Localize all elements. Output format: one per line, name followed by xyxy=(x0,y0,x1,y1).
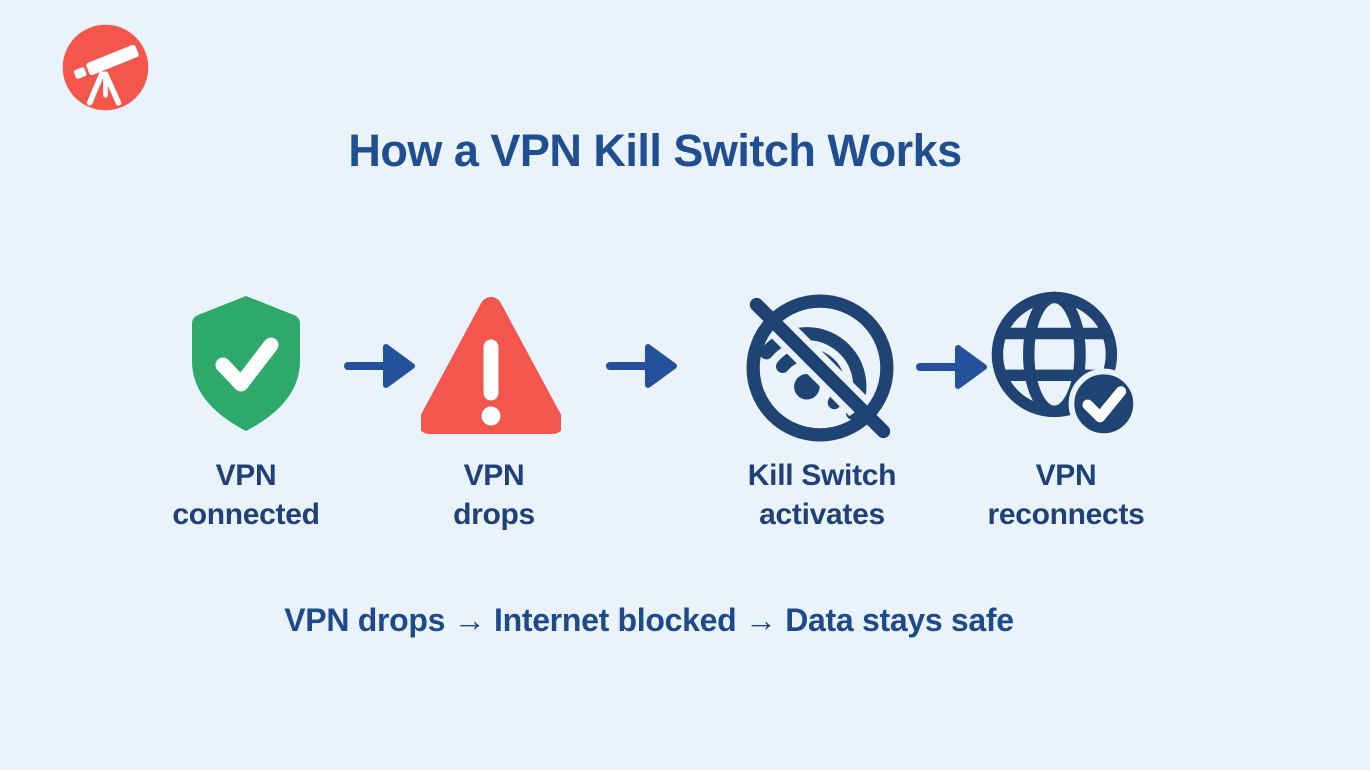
page-title: How a VPN Kill Switch Works xyxy=(348,125,962,176)
arrow-right-icon xyxy=(604,340,682,392)
wifi-off-icon xyxy=(732,280,908,456)
warning-triangle-icon xyxy=(421,292,561,440)
step-label-vpn-drops: VPN drops xyxy=(453,459,535,531)
arrow-right-icon xyxy=(342,340,420,392)
globe-check-icon xyxy=(986,286,1138,438)
telescope-icon xyxy=(62,24,149,111)
step-label-vpn-reconnects: VPN reconnects xyxy=(987,459,1145,531)
arrow-right-icon xyxy=(914,341,992,393)
step-label-vpn-connected: VPN connected xyxy=(172,459,320,531)
brand-logo xyxy=(59,21,152,114)
step-label-kill-switch-activates: Kill Switch activates xyxy=(747,459,897,531)
summary-text: VPN drops → Internet blocked → Data stay… xyxy=(284,602,1014,638)
shield-check-icon xyxy=(185,291,307,437)
